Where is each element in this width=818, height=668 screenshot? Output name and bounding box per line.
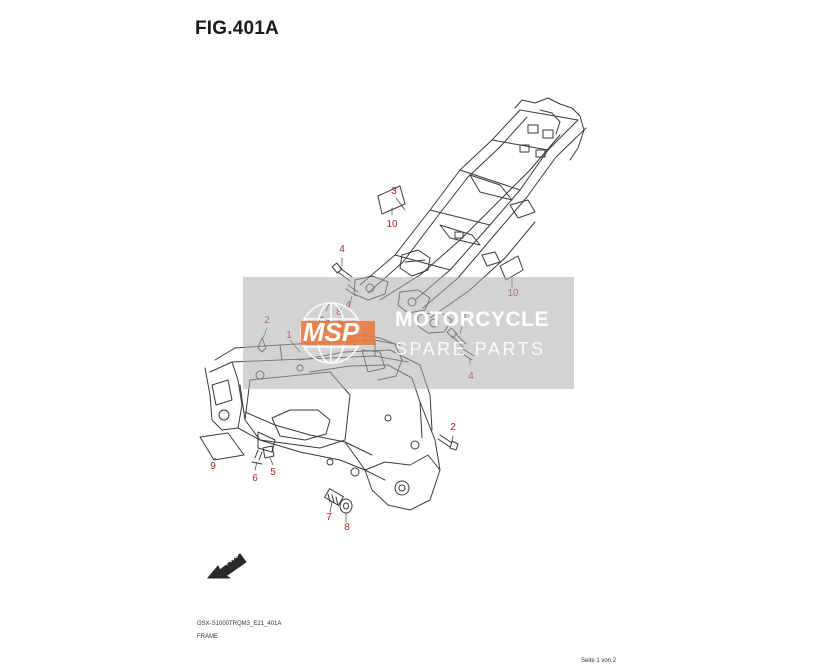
group-name: FRAME xyxy=(197,634,218,640)
bolt-part-2b xyxy=(437,434,459,451)
callout-part-8-lower[interactable]: 8 xyxy=(344,522,350,533)
msp-globe-logo-icon xyxy=(300,302,375,364)
forward-arrow-icon: FWD xyxy=(206,548,256,582)
decal-plate-9 xyxy=(199,432,245,461)
collar-part-7b xyxy=(324,488,344,506)
decal-plate-10a xyxy=(377,185,406,215)
watermark-logo-text: MSP xyxy=(302,317,360,347)
callout-part-10-upper[interactable]: 10 xyxy=(386,219,398,230)
page-info: Seite 1 von 2 xyxy=(581,658,617,664)
callout-part-2-lower[interactable]: 2 xyxy=(450,422,456,433)
clip-part-5 xyxy=(262,445,275,459)
watermark-line-1: MOTORCYCLE xyxy=(395,308,549,331)
watermark-line-2: SPARE PARTS xyxy=(395,339,546,359)
callout-part-3[interactable]: 3 xyxy=(391,186,397,197)
callout-part-4-a[interactable]: 4 xyxy=(339,244,345,255)
callout-part-5[interactable]: 5 xyxy=(270,467,276,478)
watermark-banner: MSP MOTORCYCLE SPARE PARTS xyxy=(243,277,574,389)
figure-title: FIG.401A xyxy=(195,18,279,39)
decal-plate-10b xyxy=(499,255,524,281)
callout-part-7-lower[interactable]: 7 xyxy=(326,512,332,523)
callout-part-9[interactable]: 9 xyxy=(210,461,216,472)
collar-part-8b xyxy=(339,498,353,514)
seat-rail-subframe xyxy=(353,97,587,334)
model-code: GSX-S1000TRQM3_E21_401A xyxy=(197,621,282,627)
callout-part-6[interactable]: 6 xyxy=(252,473,258,484)
